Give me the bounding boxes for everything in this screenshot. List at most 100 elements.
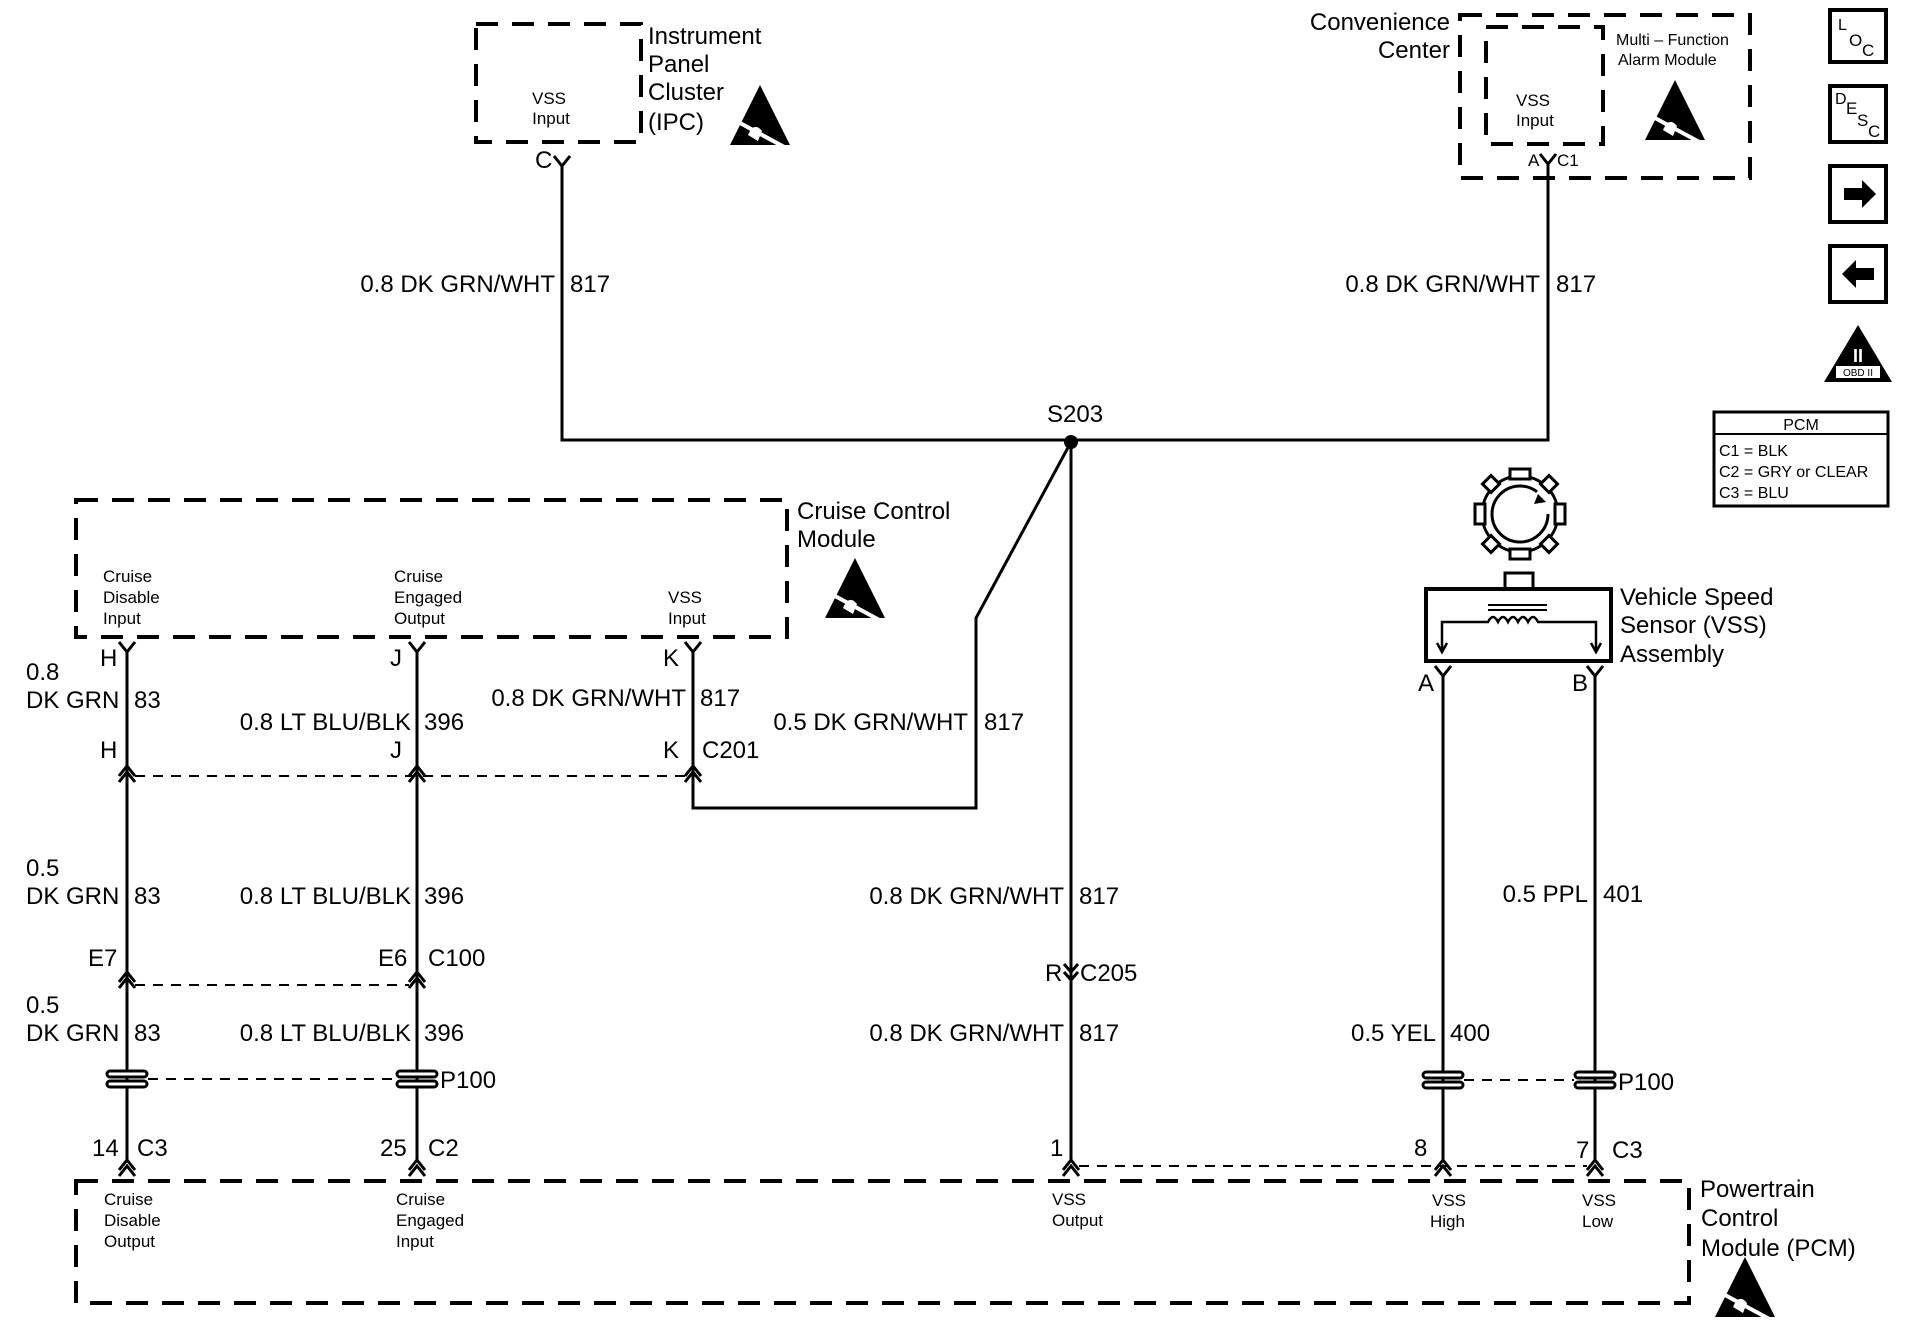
- convenience-center-box: [1458, 13, 1752, 180]
- pcm-label: High: [1430, 1212, 1465, 1231]
- c100-id: C100: [428, 945, 485, 972]
- ipc-name-2: Panel: [648, 51, 709, 78]
- cruise-harness: 0.8 DK GRN 83 0.8 LT BLU/BLK 396 0.8 DK …: [26, 652, 1024, 1160]
- pcm-pin-14: 14: [92, 1135, 119, 1162]
- male-terminal-icon: [117, 1158, 137, 1178]
- wire-j-low-circuit: 396: [424, 1020, 464, 1047]
- pcm-connector-legend: PCM C1 = BLK C2 = GRY or CLEAR C3 = BLU: [1712, 410, 1890, 508]
- arrow-left-icon: [1842, 260, 1874, 288]
- ipc-name-4: (IPC): [648, 109, 704, 136]
- vss-pin-b: B: [1572, 670, 1588, 697]
- pcm-name-3: Module (PCM): [1701, 1235, 1856, 1262]
- vss-name-1: Vehicle Speed: [1620, 584, 1773, 611]
- wire-j-upper-spec: 0.8 LT BLU/BLK: [240, 709, 411, 736]
- pcm-label: Disable: [104, 1211, 161, 1230]
- loc-button[interactable]: L O C: [1828, 8, 1888, 64]
- vss-name-2: Sensor (VSS): [1620, 612, 1767, 639]
- pcm-label: VSS: [1582, 1191, 1616, 1210]
- arrow-right-icon: [1844, 180, 1876, 208]
- pcm-label: VSS: [1432, 1191, 1466, 1210]
- cruise-pin-k-label-1: VSS: [668, 588, 702, 607]
- c205-pin: R: [1045, 960, 1062, 987]
- esd-sensitive-icon: [1643, 78, 1707, 146]
- cruise-pin-j: J: [390, 645, 402, 672]
- female-terminal-icon: [407, 640, 427, 654]
- svg-text:O: O: [1849, 31, 1862, 50]
- pcm-label: Output: [104, 1232, 155, 1251]
- ipc-name-1: Instrument: [648, 23, 762, 50]
- cruise-pin-h: H: [100, 645, 117, 672]
- pcm-label: Cruise: [104, 1190, 153, 1209]
- wire-k-jump-spec: 0.5 DK GRN/WHT: [773, 709, 968, 736]
- wire-h-upper-spec-2: DK GRN: [26, 687, 119, 714]
- wire-k-upper-spec: 0.8 DK GRN/WHT: [491, 685, 686, 712]
- wire-h-mid-circuit: 83: [134, 883, 161, 910]
- esd-sensitive-icon: [823, 556, 887, 624]
- cruise-pin-h-label-1: Cruise: [103, 567, 152, 586]
- pcm-label: Output: [1052, 1211, 1103, 1230]
- wire-ipc-spec: 0.8 DK GRN/WHT: [360, 271, 555, 298]
- pcm-component: 14 C3 25 C2 1 8 7 C3 Cruise Disable Outp…: [74, 1135, 1856, 1323]
- cruise-pin-j-label-1: Cruise: [394, 567, 443, 586]
- pcm-label: Input: [396, 1232, 434, 1251]
- c205-id: C205: [1080, 960, 1137, 987]
- pcm-pin-7-connector: C3: [1612, 1137, 1643, 1164]
- obd-ii-button[interactable]: II OBD II: [1824, 325, 1892, 382]
- alarm-pin: A: [1528, 151, 1540, 170]
- wire-vss-out-upper-circuit: 817: [1079, 883, 1119, 910]
- svg-text:C: C: [1868, 122, 1880, 141]
- cruise-pin-k-label-2: Input: [668, 609, 706, 628]
- wire-h-low-circuit: 83: [134, 1020, 161, 1047]
- next-page-button[interactable]: [1828, 164, 1888, 224]
- wire-k-jump-circuit: 817: [984, 709, 1024, 736]
- esd-sensitive-icon: [1713, 1255, 1777, 1323]
- alarm-pin-label-2: Input: [1516, 111, 1554, 130]
- female-terminal-icon: [117, 640, 137, 654]
- pcm-name-1: Powertrain: [1700, 1176, 1815, 1203]
- wire-vss-out-lower-circuit: 817: [1079, 1020, 1119, 1047]
- wire-k-upper-circuit: 817: [700, 685, 740, 712]
- male-terminal-icon: [1061, 1158, 1081, 1178]
- cruise-pin-k: K: [663, 645, 679, 672]
- male-terminal-icon: [407, 1158, 427, 1178]
- alarm-name-1: Multi – Function: [1616, 32, 1729, 49]
- desc-button[interactable]: D E S C: [1828, 84, 1888, 144]
- wire-h-upper-circuit: 83: [134, 687, 161, 714]
- wire-h-mid-spec-2: DK GRN: [26, 883, 119, 910]
- wire-h-upper-spec-1: 0.8: [26, 659, 59, 686]
- wire-h-mid-spec-1: 0.5: [26, 855, 59, 882]
- wire-h-low-spec-2: DK GRN: [26, 1020, 119, 1047]
- cruise-pin-j-label-2: Engaged: [394, 588, 462, 607]
- svg-text:L: L: [1838, 17, 1847, 34]
- wire-vss-low-circuit: 401: [1603, 881, 1643, 908]
- conv-name-1: Convenience: [1310, 9, 1450, 36]
- vss-box: [1424, 587, 1613, 663]
- pcm-label: Cruise: [396, 1190, 445, 1209]
- wire-vss-high-spec: 0.5 YEL: [1351, 1020, 1436, 1047]
- male-terminal-icon: [1433, 1158, 1453, 1178]
- reluctor-wheel-icon: [1473, 467, 1567, 561]
- cruise-pin-h-label-2: Disable: [103, 588, 160, 607]
- splice-id: S203: [1047, 401, 1103, 428]
- wire-817-jump: [691, 441, 1073, 810]
- pcm-label: VSS: [1052, 1190, 1086, 1209]
- convenience-center-component: Convenience Center Multi – Function Alar…: [1310, 9, 1752, 180]
- vss-name-3: Assembly: [1620, 641, 1724, 668]
- pcm-pin-25: 25: [380, 1135, 407, 1162]
- cruise-module-component: Cruise Control Module Cruise Disable Inp…: [74, 498, 950, 672]
- wire-j-low-spec: 0.8 LT BLU/BLK: [240, 1020, 411, 1047]
- alarm-connector: C1: [1557, 151, 1579, 170]
- female-terminal-icon: [1433, 664, 1453, 678]
- previous-page-button[interactable]: [1828, 244, 1888, 304]
- svg-text:S: S: [1857, 111, 1868, 130]
- ipc-component: VSS Input Instrument Panel Cluster (IPC)…: [474, 22, 792, 174]
- p100-right-id: P100: [1618, 1069, 1674, 1096]
- inline-connector-icon: [1062, 963, 1080, 983]
- legend-title: PCM: [1783, 417, 1819, 434]
- wire-alarm-circuit: 817: [1556, 271, 1596, 298]
- ipc-pin-label-1: VSS: [532, 89, 566, 108]
- wire-j-mid-circuit: 396: [424, 883, 464, 910]
- c201-id: C201: [702, 737, 759, 764]
- legend-row: C2 = GRY or CLEAR: [1719, 464, 1868, 481]
